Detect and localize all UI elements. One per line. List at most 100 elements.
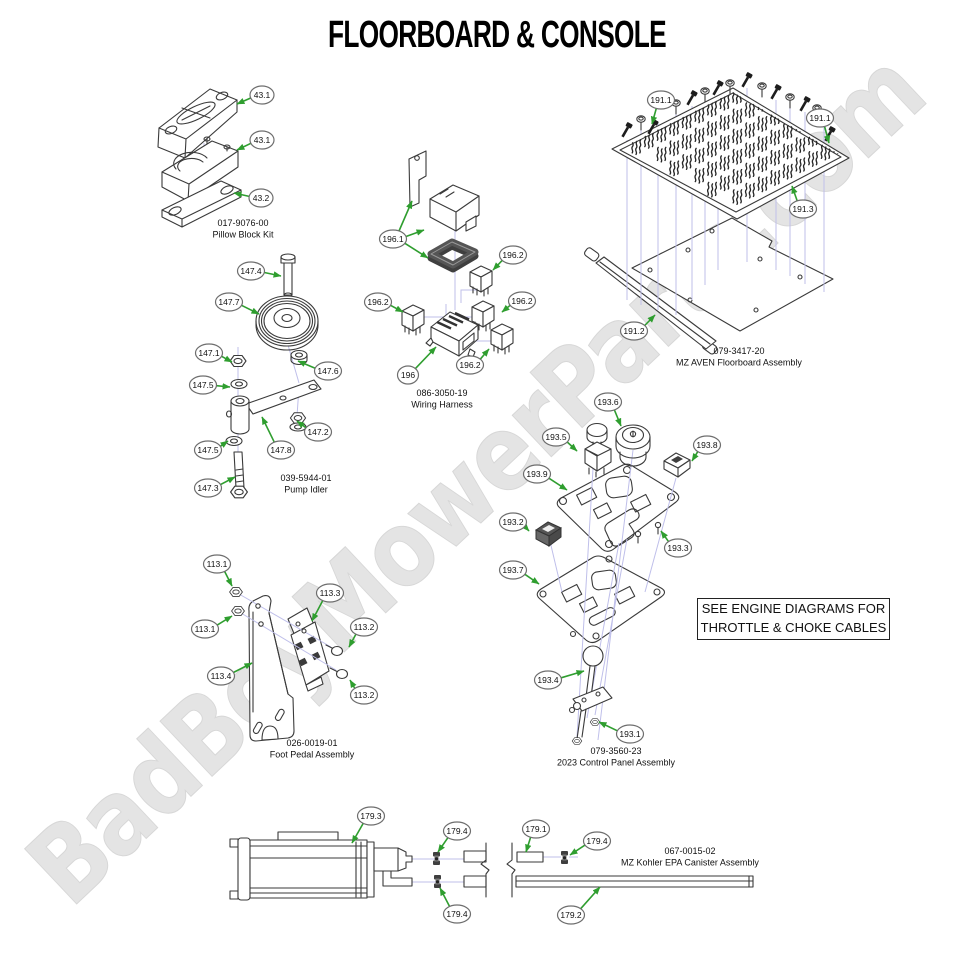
part-name: MZ AVEN Floorboard Assembly	[676, 358, 802, 368]
callout-arrow	[644, 314, 656, 327]
part-name: Pump Idler	[284, 485, 328, 495]
part-name: Foot Pedal Assembly	[270, 750, 355, 760]
callout-arrow	[660, 530, 670, 543]
callout-arrow	[479, 348, 490, 360]
callout-number: 196.2	[502, 250, 524, 260]
callout-bubble	[356, 806, 386, 826]
callout-191.1[interactable]: 191.1	[805, 108, 835, 144]
callout-147.6[interactable]: 147.6	[297, 360, 343, 381]
callout-196.1[interactable]: 196.1	[378, 200, 429, 259]
callout-number: 191.1	[809, 113, 831, 123]
callout-number: 196.1	[382, 234, 404, 244]
callout-number: 113.2	[354, 690, 375, 700]
callout-147.7[interactable]: 147.7	[214, 292, 260, 315]
callout-147.3[interactable]: 147.3	[193, 476, 236, 498]
callout-bubble	[663, 538, 693, 558]
callout-193.4[interactable]: 193.4	[533, 670, 585, 690]
callout-arrow	[650, 108, 658, 125]
callout-147.8[interactable]: 147.8	[261, 416, 296, 460]
callout-193.7[interactable]: 193.7	[498, 560, 540, 585]
callout-number: 179.4	[446, 909, 468, 919]
callout-179.4[interactable]: 179.4	[437, 821, 472, 853]
callout-arrow	[349, 679, 357, 689]
callout-179.4[interactable]: 179.4	[569, 831, 612, 856]
callout-193.9[interactable]: 193.9	[522, 464, 568, 491]
callout-193.3[interactable]: 193.3	[660, 530, 693, 558]
callout-193.8[interactable]: 193.8	[691, 435, 722, 462]
callout-bubble	[266, 440, 296, 460]
callout-number: 193.4	[537, 675, 559, 685]
callout-arrow	[297, 360, 316, 369]
callout-arrow	[823, 126, 831, 144]
callout-196.2[interactable]: 196.2	[455, 348, 490, 375]
callout-number: 193.3	[667, 543, 689, 553]
callout-179.1[interactable]: 179.1	[521, 819, 551, 853]
callout-bubble	[349, 617, 379, 637]
control-panel-drawing	[534, 422, 691, 745]
callout-193.6[interactable]: 193.6	[593, 392, 623, 427]
callout-arrow	[566, 441, 578, 452]
callout-179.2[interactable]: 179.2	[556, 886, 601, 925]
callout-191.3[interactable]: 191.3	[788, 185, 818, 219]
callout-number: 193.9	[526, 469, 548, 479]
part-number: 017-9076-00	[217, 218, 268, 228]
callout-arrow	[437, 837, 449, 853]
callout-arrow	[223, 571, 233, 587]
floorboard-drawing	[584, 71, 850, 355]
callout-arrow	[524, 573, 540, 585]
callout-43.1[interactable]: 43.1	[236, 85, 275, 105]
callout-number: 191.3	[792, 204, 814, 214]
callout-43.1[interactable]: 43.1	[236, 130, 275, 151]
callout-113.2[interactable]: 113.2	[349, 679, 379, 705]
callout-number: 113.1	[195, 624, 216, 634]
callout-113.3[interactable]: 113.3	[311, 583, 345, 622]
callout-179.3[interactable]: 179.3	[351, 806, 386, 844]
callout-bubble	[190, 619, 220, 639]
callout-number: 179.4	[446, 826, 468, 836]
part-name: 2023 Control Panel Assembly	[557, 758, 676, 768]
callout-arrow	[219, 440, 229, 448]
callout-arrow	[351, 823, 364, 844]
callout-arrow	[569, 844, 586, 856]
part-number: 086-3050-19	[416, 388, 467, 398]
callout-193.2[interactable]: 193.2	[498, 512, 530, 532]
callout-196.2[interactable]: 196.2	[492, 245, 528, 271]
callout-number: 147.4	[240, 266, 262, 276]
callout-113.1[interactable]: 113.1	[202, 554, 233, 587]
callout-arrow	[613, 409, 622, 427]
callout-bubble	[541, 427, 571, 447]
callout-arrow	[492, 259, 503, 271]
callout-193.5[interactable]: 193.5	[541, 427, 578, 452]
callout-147.5[interactable]: 147.5	[193, 440, 229, 460]
callout-196[interactable]: 196	[396, 346, 437, 385]
callout-arrow	[216, 615, 233, 626]
callout-113.4[interactable]: 113.4	[206, 662, 253, 686]
engine-note-line2: THROTTLE & CHOKE CABLES	[700, 620, 887, 635]
callout-number: 113.2	[354, 622, 375, 632]
callout-bubble	[206, 666, 236, 686]
callout-191.1[interactable]: 191.1	[646, 90, 676, 125]
callout-arrow	[691, 451, 699, 462]
callout-179.4[interactable]: 179.4	[439, 887, 472, 924]
callout-bubble	[788, 199, 818, 219]
part-name: MZ Kohler EPA Canister Assembly	[621, 858, 759, 868]
callout-113.1[interactable]: 113.1	[190, 615, 233, 639]
callout-bubble	[315, 583, 345, 603]
callout-43.2[interactable]: 43.2	[233, 188, 274, 208]
callout-196.2[interactable]: 196.2	[363, 292, 404, 313]
callout-arrow	[233, 191, 250, 198]
part-number: 079-3417-20	[713, 346, 764, 356]
callout-bubble	[805, 108, 835, 128]
callout-147.5[interactable]: 147.5	[188, 375, 231, 395]
callout-arrow	[405, 229, 425, 238]
callout-147.2[interactable]: 147.2	[296, 420, 333, 442]
callout-191.2[interactable]: 191.2	[619, 314, 656, 341]
callout-193.1[interactable]: 193.1	[598, 721, 645, 744]
callout-arrow	[598, 721, 618, 732]
callout-147.1[interactable]: 147.1	[194, 343, 233, 363]
callout-147.4[interactable]: 147.4	[236, 261, 282, 281]
callout-113.2[interactable]: 113.2	[348, 617, 379, 648]
callout-196.2[interactable]: 196.2	[501, 291, 537, 313]
